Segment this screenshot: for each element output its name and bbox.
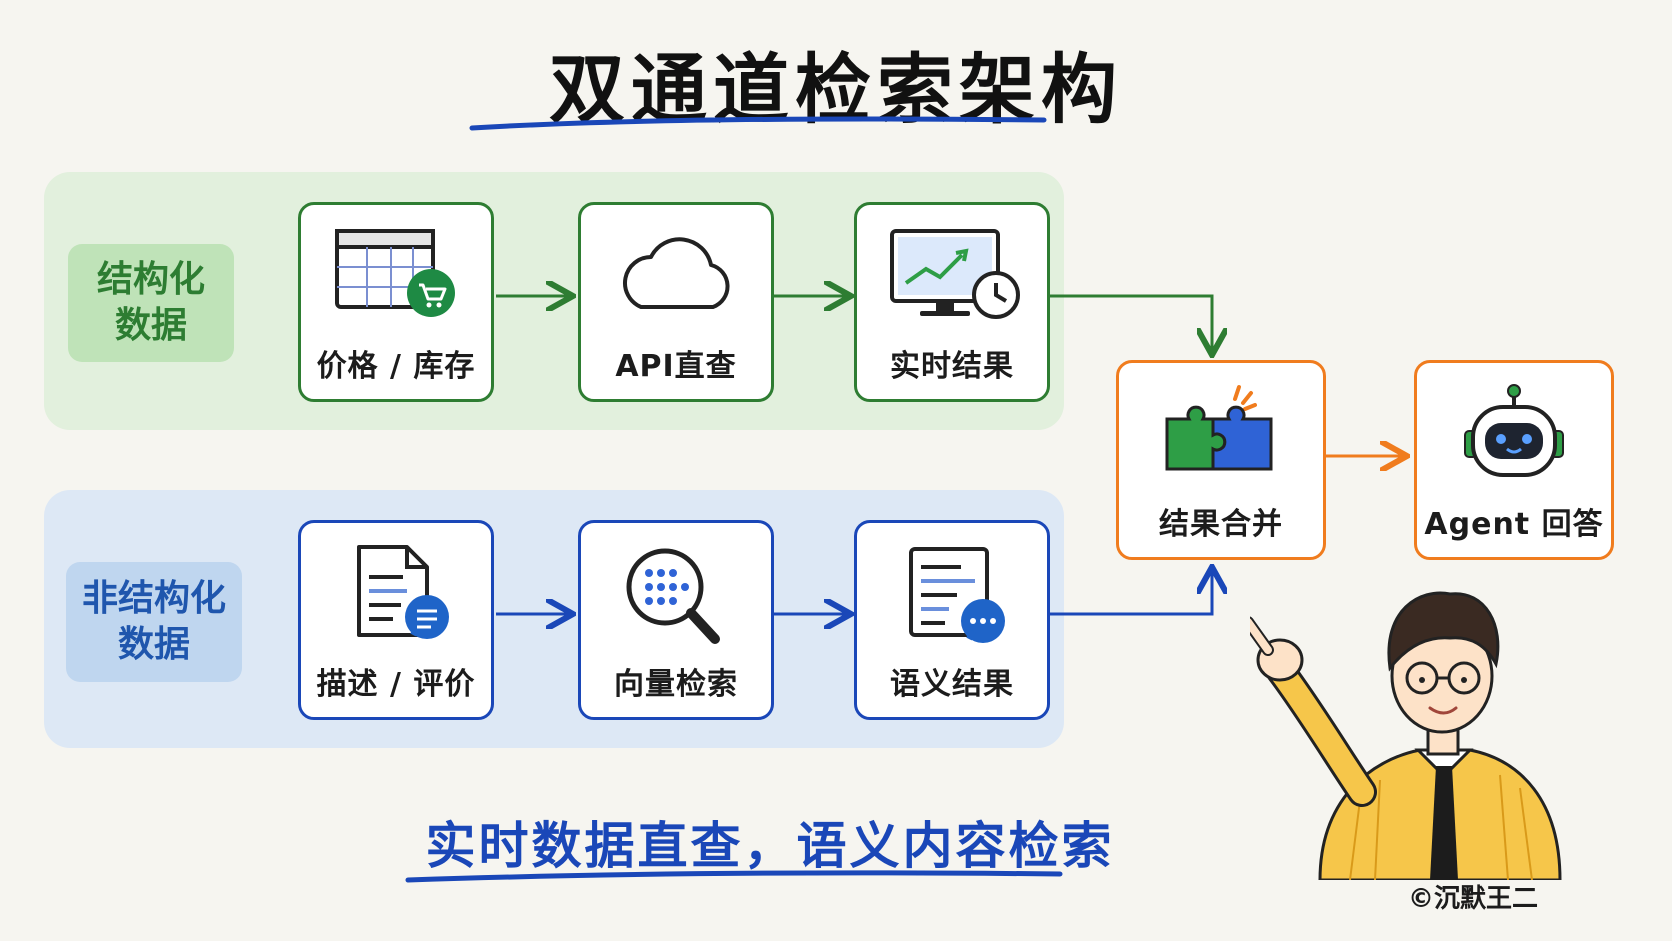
- title-underline: [469, 116, 1047, 131]
- step-label: 语义结果: [890, 667, 1014, 702]
- magnifier-dots-icon: [626, 548, 720, 644]
- unstructured-tag-line2: 数据: [117, 624, 190, 665]
- step-description-review: 描述 / 评价: [298, 520, 494, 720]
- presenter-illustration: [1250, 591, 1562, 880]
- structured-arrows: [496, 296, 1212, 352]
- merge-results: 结果合并: [1116, 360, 1326, 560]
- step-semantic-result: 语义结果: [854, 520, 1050, 720]
- text-list-chat-icon: [909, 547, 1005, 643]
- unstructured-tag-line1: 非结构化: [81, 578, 226, 619]
- monitor-chart-clock-icon: [890, 229, 1020, 319]
- step-price-inventory: 价格 / 库存: [298, 202, 494, 402]
- step-label: 实时结果: [890, 349, 1014, 384]
- unstructured-arrows: [496, 570, 1212, 614]
- spreadsheet-cart-icon: [335, 229, 455, 317]
- step-label: 描述 / 评价: [316, 667, 476, 702]
- document-chat-icon: [357, 545, 449, 639]
- step-label: 价格 / 库存: [316, 349, 476, 384]
- robot-icon: [1464, 384, 1564, 477]
- step-realtime-result: 实时结果: [854, 202, 1050, 402]
- arrow-semantic-to-merge: [1050, 570, 1212, 616]
- puzzle-icon: [1165, 385, 1273, 471]
- step-label: 向量检索: [614, 667, 738, 702]
- step-label: API直查: [615, 349, 737, 384]
- merge-label: 结果合并: [1159, 507, 1283, 542]
- arrow-realtime-to-merge: [1050, 294, 1212, 352]
- answer-label: Agent 回答: [1424, 507, 1604, 542]
- cloud-icon: [623, 237, 730, 309]
- step-vector-search: 向量检索: [578, 520, 774, 720]
- unstructured-data-tag: 非结构化 数据: [66, 562, 242, 682]
- structured-tag-line1: 结构化: [96, 259, 205, 300]
- agent-answer: Agent 回答: [1414, 360, 1614, 560]
- structured-data-tag: 结构化 数据: [68, 244, 234, 362]
- step-api-query: API直查: [578, 202, 774, 402]
- diagram-subtitle: 实时数据直查，语义内容检索: [425, 817, 1115, 875]
- structured-tag-line2: 数据: [114, 305, 187, 346]
- author-credit: ©沉默王二: [1408, 884, 1539, 914]
- subtitle-underline: [405, 870, 1063, 883]
